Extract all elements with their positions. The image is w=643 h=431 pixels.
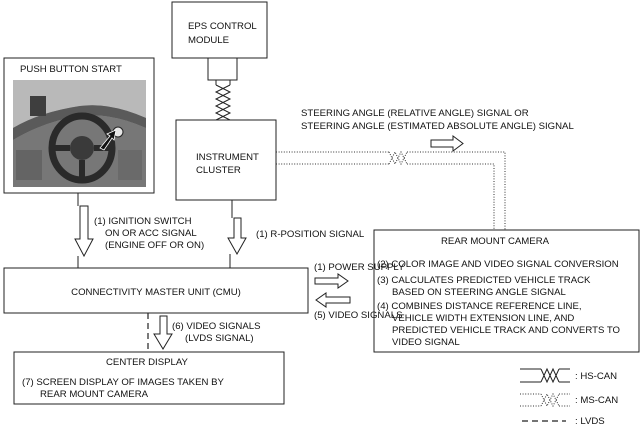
rear-camera-item-1: (2) COLOR IMAGE AND VIDEO SIGNAL CONVERS… bbox=[377, 259, 619, 270]
r-position-signal-arrow bbox=[227, 217, 247, 256]
video-signals-6-arrow bbox=[153, 315, 173, 350]
rear-camera-item-3: BASED ON STEERING ANGLE SIGNAL bbox=[392, 287, 566, 298]
steering-signal-arrow bbox=[430, 135, 464, 152]
legend: : HS-CAN : MS-CAN : LVDS bbox=[520, 367, 618, 427]
eps-label-line2: MODULE bbox=[188, 35, 229, 46]
power-supply-label: (1) POWER SUPPLY bbox=[314, 262, 405, 273]
eps-label-line1: EPS CONTROL bbox=[188, 21, 257, 32]
video-signals-5-arrow bbox=[315, 292, 351, 308]
r-position-signal: (1) R-POSITION SIGNAL bbox=[256, 229, 365, 240]
ignition-signal-arrow bbox=[74, 205, 94, 258]
legend-hs-can: : HS-CAN bbox=[520, 367, 617, 384]
center-display-line1: (7) SCREEN DISPLAY OF IMAGES TAKEN BY bbox=[22, 377, 224, 388]
center-display-title: CENTER DISPLAY bbox=[106, 357, 189, 368]
center-display: CENTER DISPLAY (7) SCREEN DISPLAY OF IMA… bbox=[13, 351, 285, 405]
ignition-signal-line2: ON OR ACC SIGNAL bbox=[105, 228, 197, 239]
ms-can-cluster-to-camera bbox=[276, 150, 506, 230]
ignition-signal-line3: (ENGINE OFF OR ON) bbox=[105, 240, 204, 251]
legend-hs-can-label: : HS-CAN bbox=[575, 371, 617, 382]
rear-mount-camera: REAR MOUNT CAMERA (2) COLOR IMAGE AND VI… bbox=[373, 229, 640, 353]
power-supply-arrow bbox=[314, 273, 349, 289]
rear-camera-item-5: VEHICLE WIDTH EXTENSION LINE, AND bbox=[392, 313, 574, 324]
eps-control-module: EPS CONTROL MODULE bbox=[171, 1, 268, 59]
video-signals-6-line2: (LVDS SIGNAL) bbox=[185, 333, 254, 344]
rear-camera-title: REAR MOUNT CAMERA bbox=[441, 236, 550, 247]
steering-signal-line2: STEERING ANGLE (ESTIMATED ABSOLUTE ANGLE… bbox=[301, 121, 574, 132]
legend-lvds-label: : LVDS bbox=[575, 416, 605, 427]
dashboard-illustration bbox=[13, 80, 146, 187]
connectivity-master-unit: CONNECTIVITY MASTER UNIT (CMU) bbox=[3, 267, 309, 314]
cmu-label: CONNECTIVITY MASTER UNIT (CMU) bbox=[71, 287, 241, 298]
hs-can-eps-to-cluster bbox=[207, 57, 238, 121]
legend-ms-can-label: : MS-CAN bbox=[575, 395, 618, 406]
steering-signal-line1: STEERING ANGLE (RELATIVE ANGLE) SIGNAL O… bbox=[301, 108, 529, 119]
rear-camera-item-4: (4) COMBINES DISTANCE REFERENCE LINE, bbox=[377, 301, 582, 312]
rear-camera-item-2: (3) CALCULATES PREDICTED VEHICLE TRACK bbox=[377, 275, 591, 286]
push-button-title: PUSH BUTTON START bbox=[20, 64, 122, 75]
cluster-label-line1: INSTRUMENT bbox=[196, 152, 259, 163]
rear-camera-item-7: VIDEO SIGNAL bbox=[392, 337, 460, 348]
legend-lvds: : LVDS bbox=[522, 416, 605, 427]
legend-ms-can: : MS-CAN bbox=[520, 392, 618, 408]
center-display-line2: REAR MOUNT CAMERA bbox=[40, 389, 149, 400]
rear-camera-item-6: PREDICTED VEHICLE TRACK AND CONVERTS TO bbox=[392, 325, 620, 336]
cluster-label-line2: CLUSTER bbox=[196, 165, 241, 176]
video-signals-5-label: (5) VIDEO SIGNALS bbox=[314, 310, 403, 321]
video-signals-6-line1: (6) VIDEO SIGNALS bbox=[172, 321, 261, 332]
instrument-cluster: INSTRUMENT CLUSTER bbox=[175, 119, 277, 201]
ignition-signal-line1: (1) IGNITION SWITCH bbox=[94, 216, 192, 227]
push-button-start-panel: PUSH BUTTON START bbox=[3, 57, 155, 194]
